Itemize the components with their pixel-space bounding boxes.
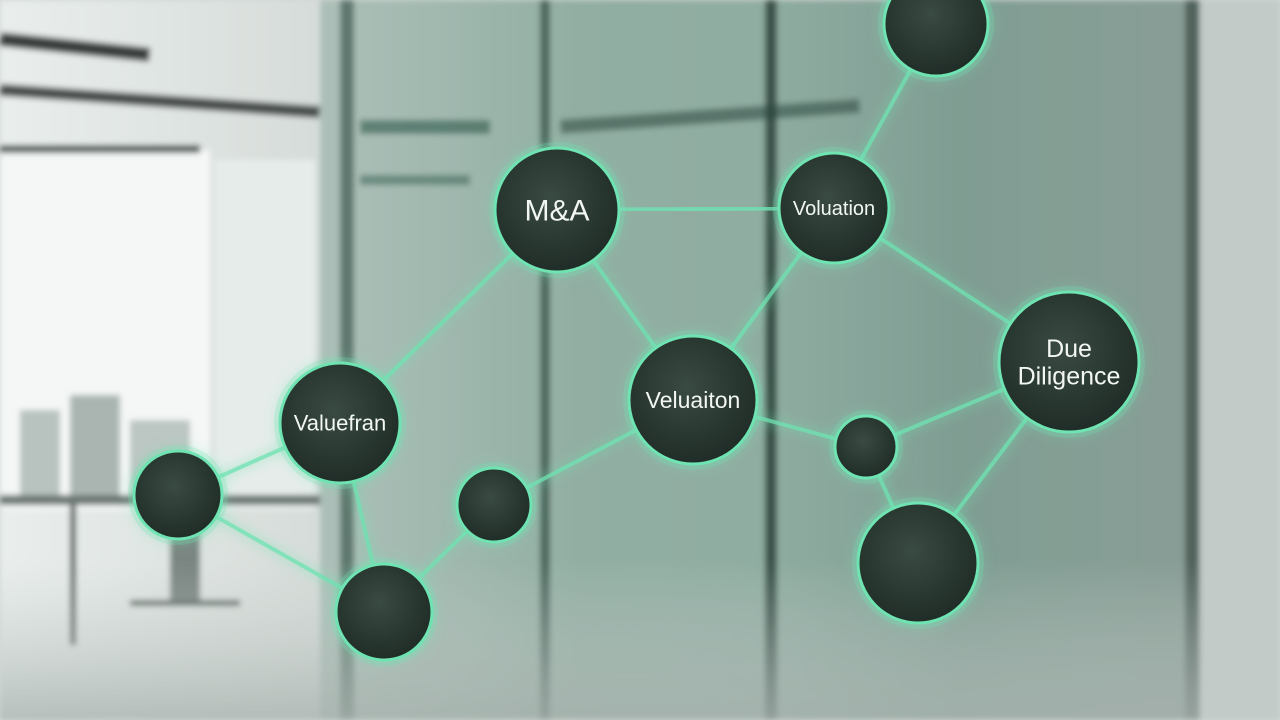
node-label: Voluation <box>793 198 875 220</box>
node-circle <box>997 290 1141 434</box>
node-valuation-left: Valuefran <box>274 357 406 489</box>
node-circle <box>882 0 990 78</box>
node-label: Veluaiton <box>646 387 741 413</box>
node-small-center <box>451 462 537 548</box>
node-circle <box>132 449 224 541</box>
node-circle <box>627 334 759 466</box>
node-circle <box>278 361 402 485</box>
node-ma: M&A <box>489 142 625 278</box>
node-valuation-top: Voluation <box>773 147 895 269</box>
node-left <box>128 445 228 545</box>
node-circle <box>493 146 621 274</box>
node-circle <box>833 414 899 480</box>
node-circle <box>856 501 980 625</box>
node-bottom <box>330 558 438 666</box>
node-small-right <box>829 410 903 484</box>
node-top <box>878 0 994 82</box>
node-label: M&A <box>524 195 589 228</box>
node-circle <box>777 151 891 265</box>
node-circle <box>334 562 434 662</box>
node-big-bottom-right <box>852 497 984 629</box>
node-label: Valuefran <box>294 411 387 436</box>
node-circle <box>455 466 533 544</box>
node-valuation-center: Veluaiton <box>623 330 763 470</box>
